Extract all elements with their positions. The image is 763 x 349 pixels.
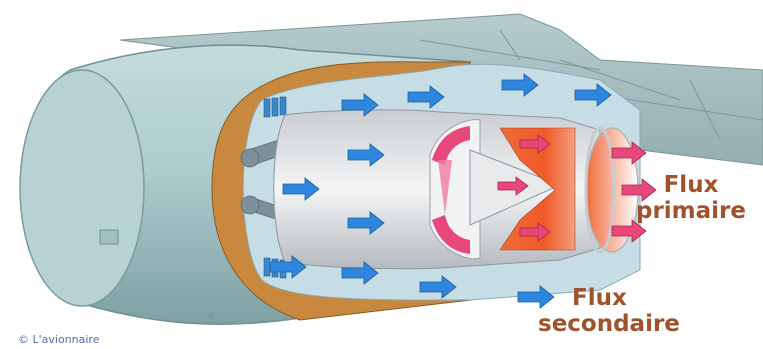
secondary-flow-label: Flux secondaire bbox=[538, 285, 678, 337]
primary-flow-label-line1: Flux bbox=[632, 172, 750, 198]
secondary-flow-label-line2: secondaire bbox=[538, 311, 678, 337]
secondary-flow-label-line1: Flux bbox=[538, 285, 678, 311]
inlet-lip bbox=[20, 70, 144, 306]
access-panel bbox=[100, 230, 118, 244]
panel-rivet bbox=[208, 313, 214, 319]
primary-flow-label-line2: primaire bbox=[632, 198, 750, 224]
image-credit: © L'avionnaire bbox=[18, 333, 99, 346]
primary-flow-label: Flux primaire bbox=[632, 172, 750, 224]
